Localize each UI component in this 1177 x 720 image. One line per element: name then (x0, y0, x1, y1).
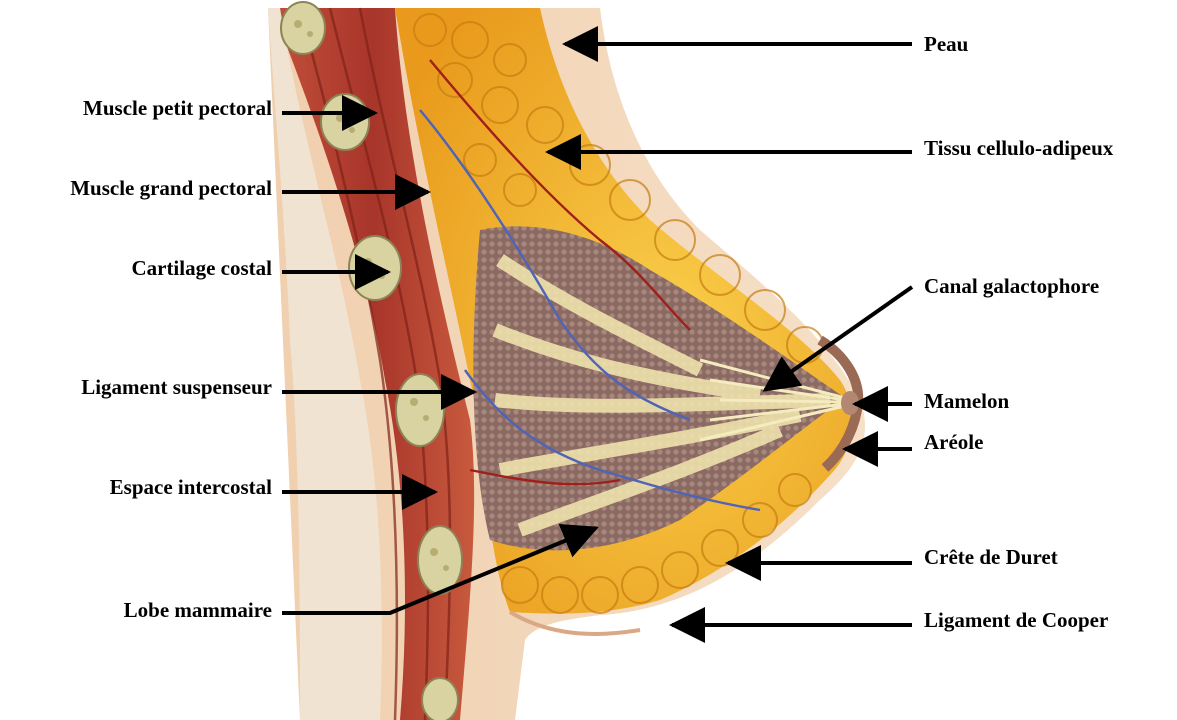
label-canal-galactophore: Canal galactophore (924, 276, 1099, 297)
label-peau: Peau (924, 34, 968, 55)
label-muscle-petit-pectoral: Muscle petit pectoral (83, 98, 272, 119)
label-muscle-grand-pectoral: Muscle grand pectoral (70, 178, 272, 199)
label-espace-intercostal: Espace intercostal (110, 477, 272, 498)
label-mamelon: Mamelon (924, 391, 1009, 412)
label-crete-de-duret: Crête de Duret (924, 547, 1058, 568)
label-ligament-suspenseur: Ligament suspenseur (81, 377, 272, 398)
label-tissu-cellulo-adipeux: Tissu cellulo-adipeux (924, 138, 1113, 159)
label-areole: Aréole (924, 432, 983, 453)
label-ligament-de-cooper: Ligament de Cooper (924, 610, 1108, 631)
label-lobe-mammaire: Lobe mammaire (124, 600, 272, 621)
label-cartilage-costal: Cartilage costal (131, 258, 272, 279)
